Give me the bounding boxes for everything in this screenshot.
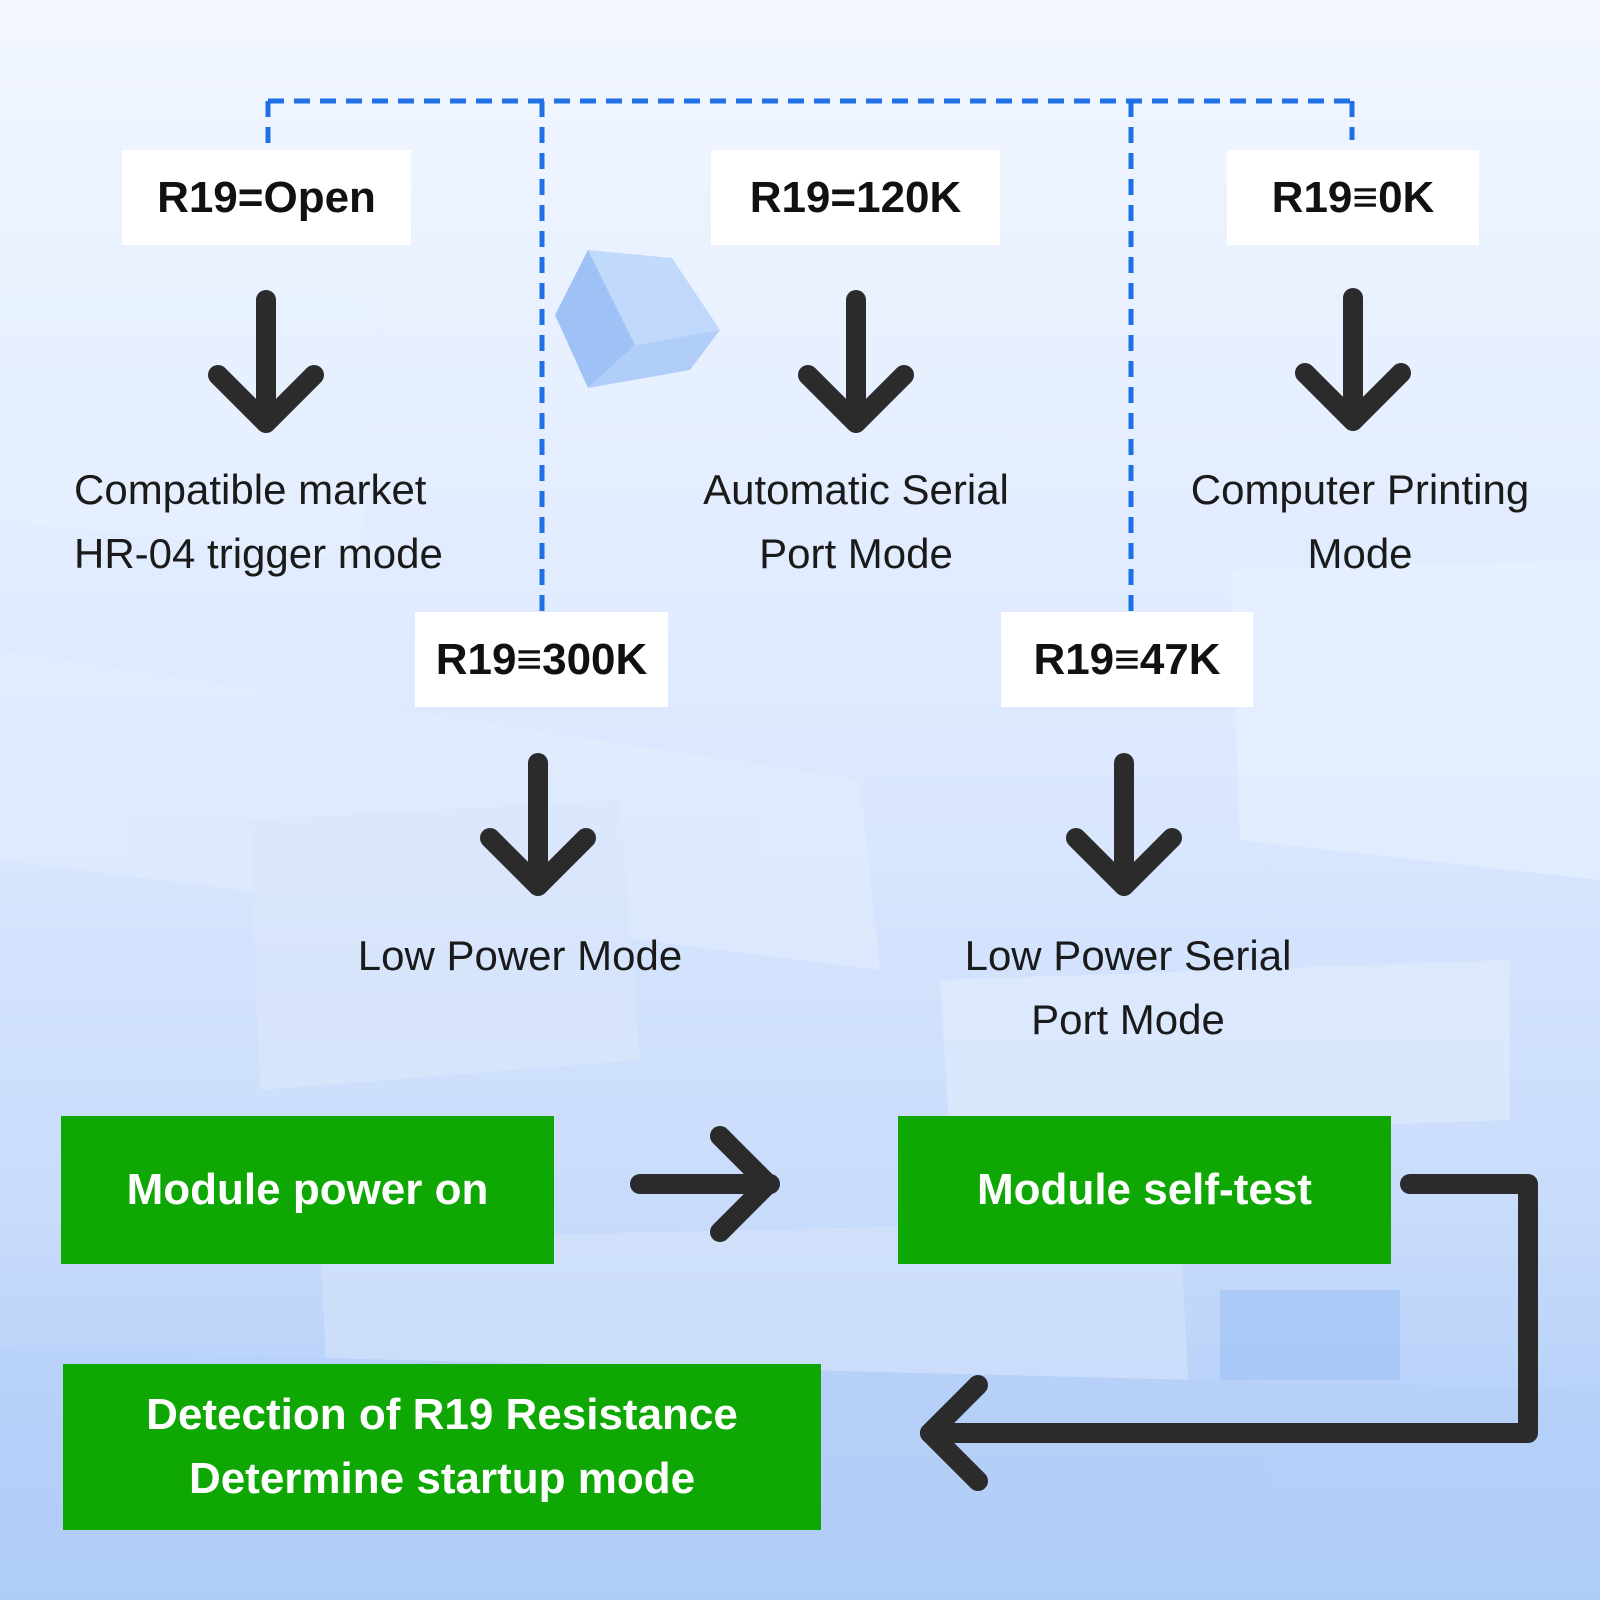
step-label: Module self-test xyxy=(977,1165,1312,1214)
mode-computer-printing: Computer Printing Mode xyxy=(1160,458,1560,586)
label-r19-300k: R19≡300K xyxy=(415,612,668,707)
arrow-down-icon xyxy=(1066,753,1182,896)
arrow-down-icon xyxy=(1295,288,1411,431)
label-r19-120k: R19=120K xyxy=(711,150,1000,245)
mode-hr04-trigger: Compatible market HR-04 trigger mode xyxy=(74,458,443,586)
mode-line: Mode xyxy=(1307,530,1413,577)
mode-line: Computer Printing xyxy=(1190,466,1530,513)
step-module-self-test: Module self-test xyxy=(898,1116,1391,1264)
mode-line: Low Power Serial xyxy=(964,932,1292,979)
mode-automatic-serial-port: Automatic Serial Port Mode xyxy=(656,458,1056,586)
mode-line: Port Mode xyxy=(1031,996,1225,1043)
mode-low-power-serial-port: Low Power Serial Port Mode xyxy=(928,924,1328,1052)
label-r19-47k: R19≡47K xyxy=(1001,612,1253,707)
mode-low-power: Low Power Mode xyxy=(320,924,720,988)
step-label: Detection of R19 Resistance xyxy=(146,1390,738,1439)
step-label: Module power on xyxy=(126,1165,489,1214)
arrow-down-icon xyxy=(208,290,324,433)
mode-line: Port Mode xyxy=(759,530,953,577)
label-r19-open: R19=Open xyxy=(122,150,411,245)
arrow-down-icon xyxy=(480,753,596,896)
cube-decoration xyxy=(555,250,720,388)
step-detect-r19-resistance: Detection of R19 Resistance Determine st… xyxy=(63,1364,821,1530)
arrow-return-left-icon xyxy=(920,1174,1538,1491)
mode-line: Automatic Serial xyxy=(703,466,1009,513)
mode-line: HR-04 trigger mode xyxy=(74,530,443,577)
label-r19-0k: R19≡0K xyxy=(1227,150,1479,245)
dashed-connector-lines xyxy=(265,98,1355,612)
step-module-power-on: Module power on xyxy=(61,1116,554,1264)
arrow-down-icon xyxy=(798,290,914,433)
mode-line: Compatible market xyxy=(74,466,427,513)
arrow-right-icon xyxy=(630,1126,780,1242)
mode-line: Low Power Mode xyxy=(357,932,683,979)
step-label: Determine startup mode xyxy=(188,1454,696,1503)
